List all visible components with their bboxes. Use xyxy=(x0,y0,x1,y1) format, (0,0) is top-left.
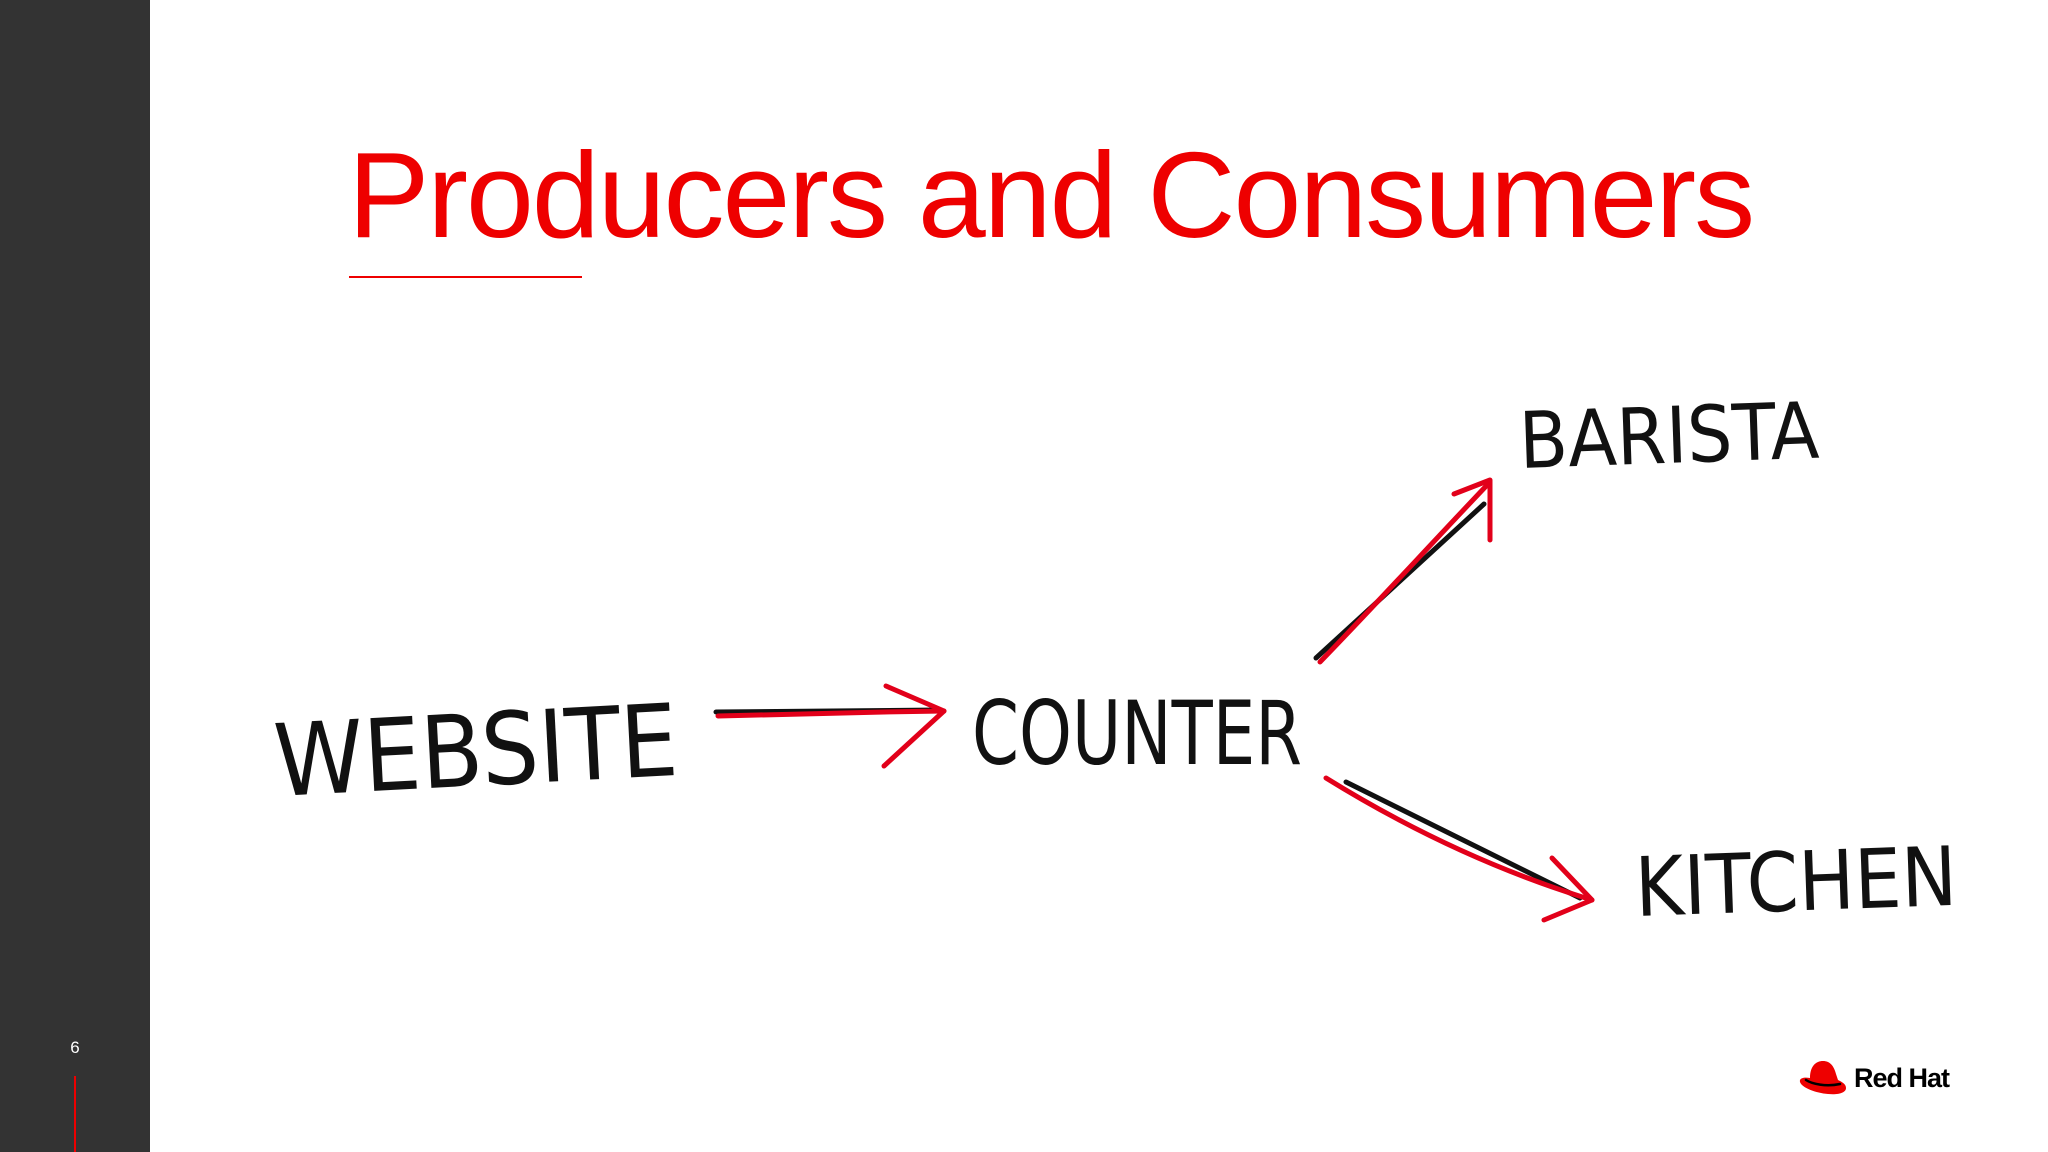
arrowhead-counter xyxy=(881,683,947,769)
page-number: 6 xyxy=(70,1038,80,1057)
page-accent-line xyxy=(74,1076,76,1152)
slide-title: Producers and Consumers xyxy=(348,127,1755,263)
edge-counter-barista xyxy=(1313,477,1493,665)
node-website: WEBSITE xyxy=(271,682,681,820)
title-underline xyxy=(349,276,582,278)
edge-counter-kitchen xyxy=(1323,775,1595,923)
edge-counter-kitchen-ink xyxy=(1343,779,1583,901)
logo-wordmark: Red Hat xyxy=(1854,1062,1950,1093)
arrowhead-barista xyxy=(1451,477,1493,543)
node-counter: COUNTER xyxy=(972,682,1302,785)
sidebar: 6 xyxy=(0,0,150,1152)
edge-counter-kitchen-arrow xyxy=(1323,775,1595,903)
red-hat-icon xyxy=(1799,1061,1846,1095)
node-barista: BARISTA xyxy=(1518,387,1821,487)
arrowhead-kitchen xyxy=(1541,855,1595,923)
edge-website-counter-arrow xyxy=(715,708,947,719)
edge-counter-barista-arrow xyxy=(1317,479,1493,665)
edge-website-counter xyxy=(713,683,947,769)
red-hat-logo: Red Hat xyxy=(1796,1058,1950,1098)
node-kitchen: KITCHEN xyxy=(1633,830,1958,936)
